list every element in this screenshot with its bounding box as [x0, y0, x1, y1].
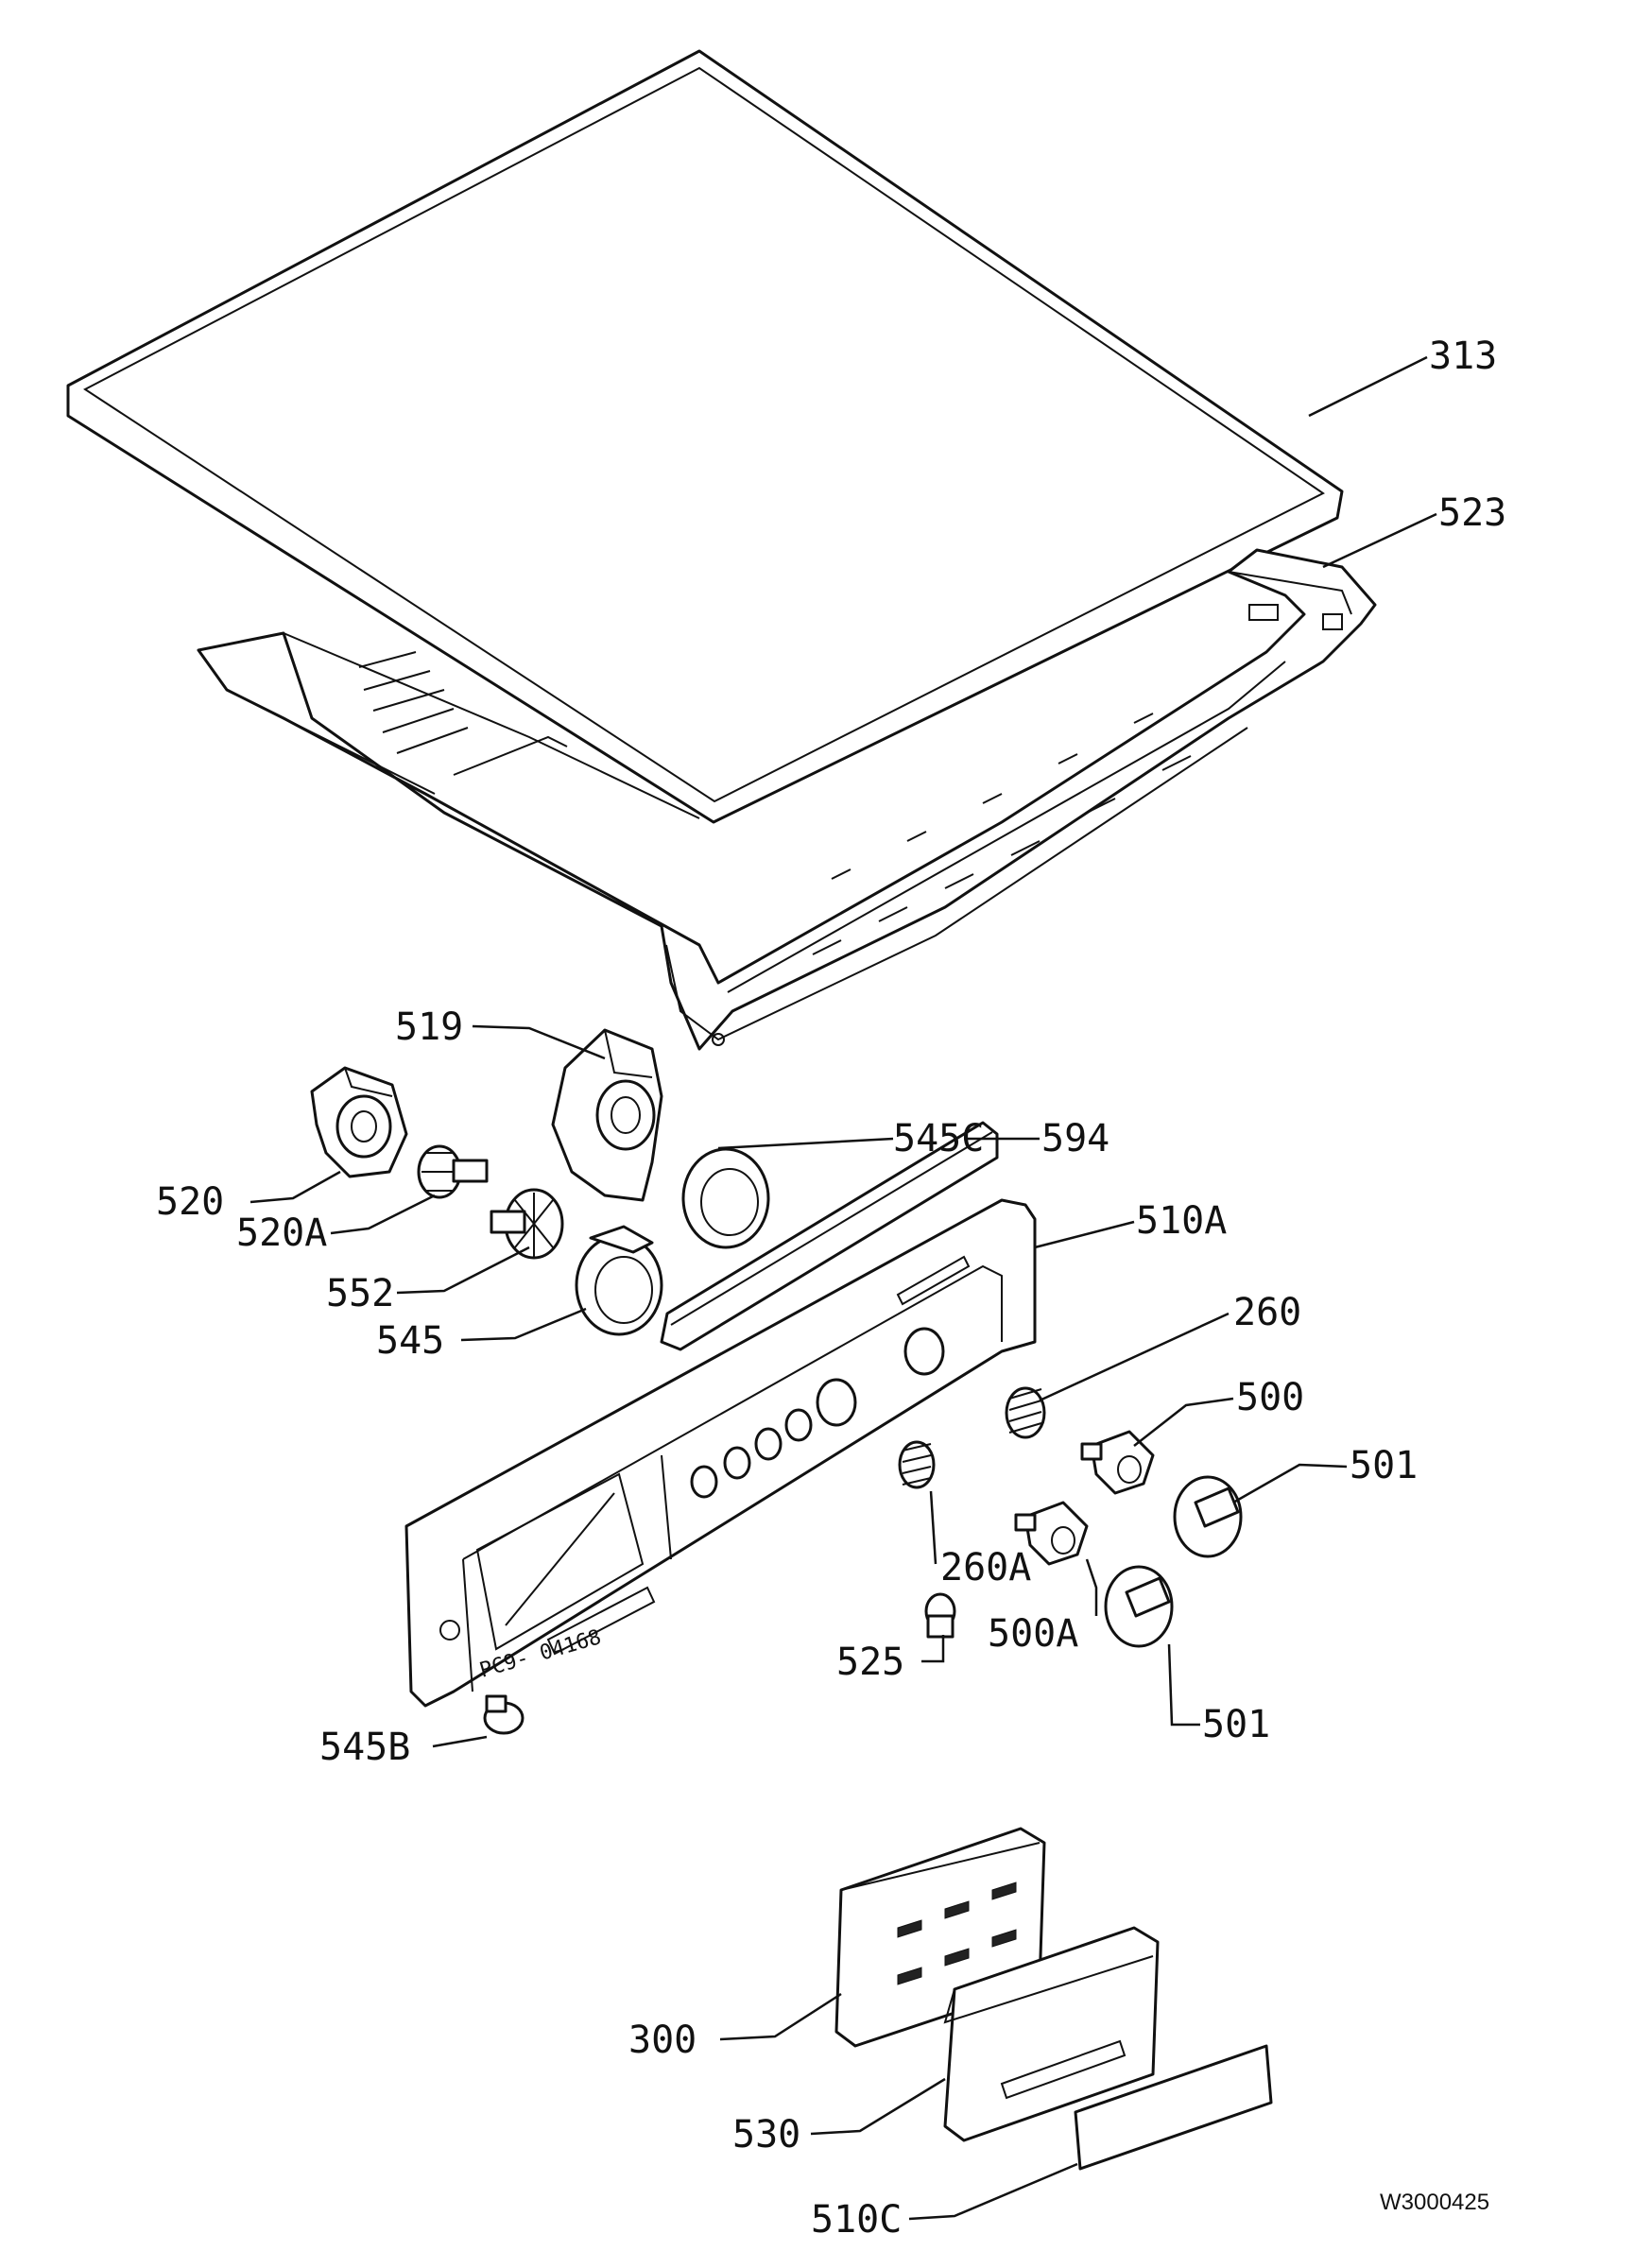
- label-545: 545: [376, 1319, 444, 1363]
- knob-501-upper: [1173, 1475, 1243, 1558]
- label-260: 260: [1233, 1291, 1301, 1334]
- leader-lines: [249, 355, 1437, 2221]
- label-525: 525: [836, 1641, 904, 1684]
- trim-strip-594: [660, 1121, 999, 1351]
- plug-525: [924, 1592, 956, 1639]
- label-523: 523: [1438, 491, 1506, 535]
- wheel-552: [490, 1188, 564, 1260]
- cam-500a: [1014, 1501, 1089, 1566]
- label-510a: 510A: [1136, 1199, 1227, 1243]
- knob-501-lower: [1104, 1565, 1174, 1648]
- label-501-lower: 501: [1202, 1703, 1270, 1746]
- label-545b: 545B: [319, 1726, 410, 1769]
- label-510c: 510C: [811, 2198, 902, 2242]
- screw-545b: [483, 1694, 525, 1735]
- insert-strip-510c: [1074, 2044, 1273, 2171]
- cam-500: [1080, 1430, 1155, 1495]
- label-300: 300: [628, 2019, 697, 2062]
- selector-bracket-520: [310, 1066, 408, 1178]
- label-519: 519: [395, 1005, 463, 1049]
- spring-260a: [898, 1440, 936, 1489]
- label-260a: 260A: [940, 1546, 1031, 1589]
- label-520: 520: [156, 1180, 224, 1224]
- label-500a: 500A: [988, 1612, 1078, 1656]
- label-552: 552: [326, 1272, 394, 1315]
- label-501-upper: 501: [1350, 1444, 1418, 1487]
- gear-520a: [417, 1144, 489, 1199]
- label-530: 530: [732, 2113, 800, 2156]
- knob-545c: [681, 1147, 770, 1249]
- drawing-code: W3000425: [1380, 2190, 1489, 2215]
- knob-545: [575, 1225, 663, 1336]
- label-313: 313: [1429, 335, 1497, 378]
- label-500: 500: [1236, 1376, 1304, 1419]
- dispenser-front-530: [943, 1926, 1160, 2142]
- top-lid-313: [66, 49, 1344, 824]
- label-520a: 520A: [236, 1211, 327, 1255]
- switch-bracket-519: [551, 1028, 663, 1202]
- console-frame-523: [197, 548, 1377, 1051]
- part-labels: 313 523 519 520 520A 545C 594 510A 552 5…: [156, 335, 1506, 2242]
- spring-260: [1005, 1386, 1046, 1439]
- label-594: 594: [1041, 1117, 1109, 1160]
- label-545c: 545C: [893, 1117, 984, 1160]
